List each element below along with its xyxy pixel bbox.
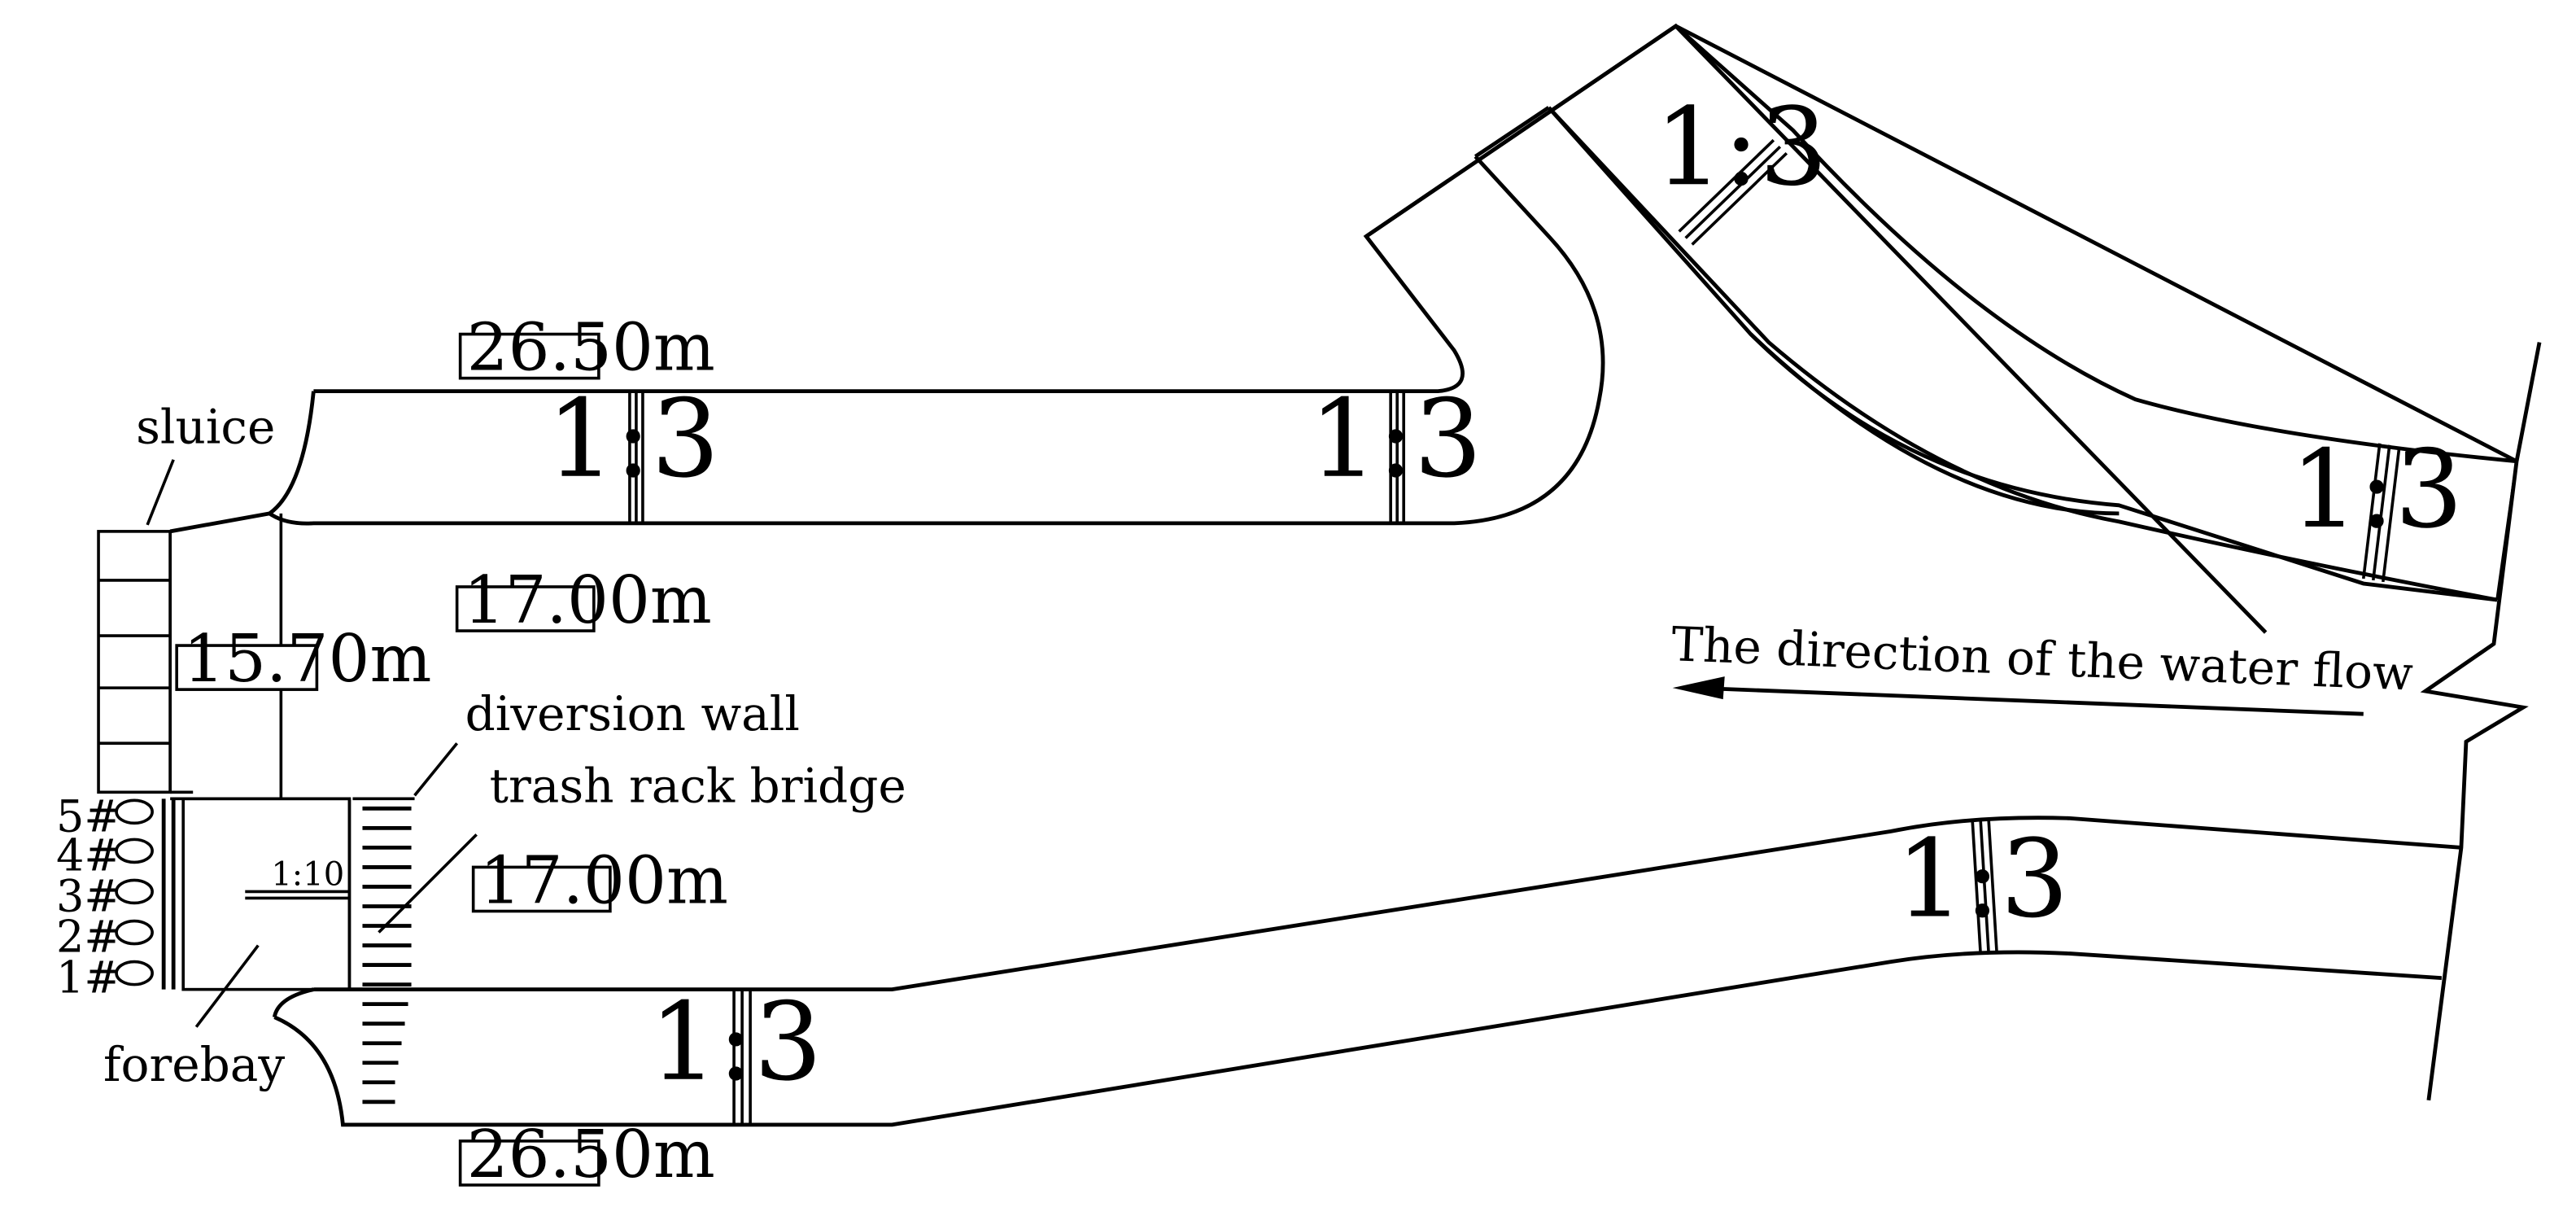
slope-label-branch-top: 1:3 bbox=[1655, 85, 1828, 210]
dim-upper-channel: 17.00m bbox=[455, 562, 712, 638]
label-sluice: sluice bbox=[136, 400, 275, 455]
label-flow-direction: The direction of the water flow bbox=[1670, 616, 2414, 702]
unit-label-1: 1# bbox=[56, 952, 121, 1004]
dim-top-width: 26.50m bbox=[458, 310, 715, 386]
label-diversion-wall: diversion wall bbox=[465, 686, 800, 741]
dim-sluice: 15.70m bbox=[175, 621, 431, 697]
lower-channel bbox=[272, 816, 2462, 1127]
slope-label-branch-right: 1:3 bbox=[2290, 427, 2464, 553]
dim-lower-channel-text: 17.00m bbox=[480, 842, 728, 918]
dim-sluice-text: 15.70m bbox=[183, 621, 431, 697]
label-trash-rack-bridge: trash rack bridge bbox=[490, 758, 906, 813]
dim-top-width-text: 26.50m bbox=[467, 310, 715, 386]
unit-label-3: 3# bbox=[56, 870, 121, 921]
dim-upper-channel-text: 17.00m bbox=[464, 562, 712, 638]
dim-bottom-width-text: 26.50m bbox=[467, 1117, 715, 1192]
unit-label-5: 5# bbox=[56, 790, 121, 842]
slope-label-upper-right: 1:3 bbox=[1309, 377, 1482, 502]
flow-arrow bbox=[1672, 676, 2364, 716]
slope-label-forebay-ramp: 1:10 bbox=[271, 855, 344, 893]
trash-rack-bars bbox=[362, 806, 412, 1104]
slope-hatches bbox=[628, 138, 2401, 1125]
unit-label-2: 2# bbox=[56, 912, 121, 963]
dim-bottom-width: 26.50m bbox=[458, 1117, 715, 1192]
leader-lines bbox=[146, 459, 478, 1028]
slope-label-upper-left: 1:3 bbox=[547, 377, 720, 502]
slope-label-lower-left: 1:3 bbox=[649, 980, 823, 1105]
dim-lower-channel: 17.00m bbox=[471, 842, 728, 918]
unit-label-4: 4# bbox=[56, 829, 121, 881]
right-bank bbox=[2420, 342, 2542, 1101]
label-forebay: forebay bbox=[103, 1037, 285, 1092]
upper-channel bbox=[169, 23, 2518, 634]
unit-intakes bbox=[115, 798, 154, 986]
forebay-structure bbox=[161, 797, 415, 991]
slope-label-lower-right: 1:3 bbox=[1896, 817, 2069, 943]
